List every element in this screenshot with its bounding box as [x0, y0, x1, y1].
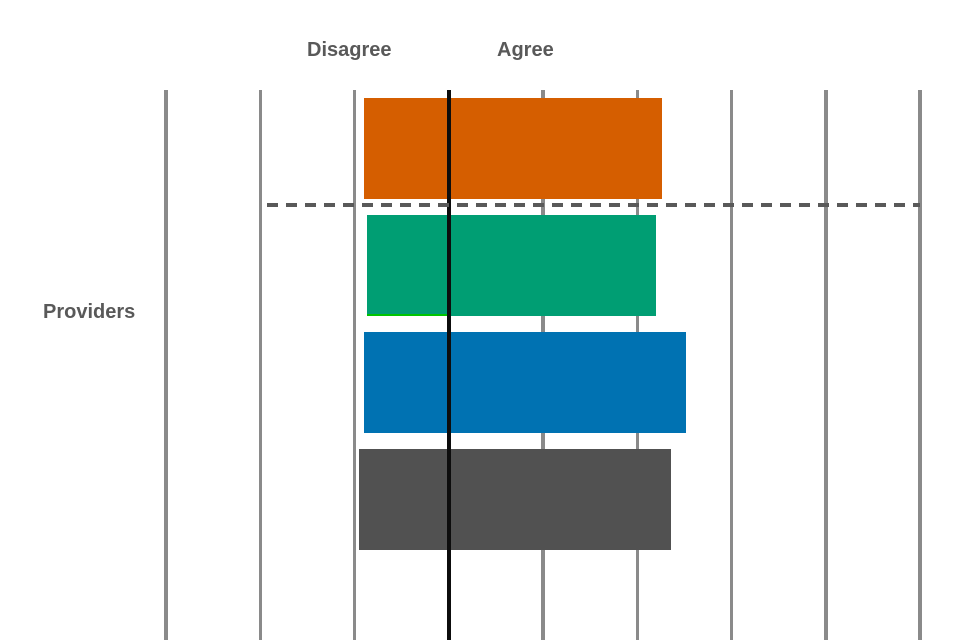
gridline — [352, 90, 357, 640]
category-axis-title: Providers — [43, 301, 136, 323]
gridline — [918, 90, 922, 640]
bar-row-2 — [366, 215, 657, 316]
disagree-column-label: Disagree — [307, 39, 392, 61]
green-bar-highlight-underline — [366, 313, 447, 316]
bar-row-1 — [363, 98, 662, 199]
gridline — [729, 90, 734, 640]
bar-row-4 — [359, 449, 672, 550]
gridline — [164, 90, 168, 640]
agree-column-label: Agree — [497, 39, 554, 61]
bar-row-3 — [363, 332, 687, 433]
gridline — [824, 90, 828, 640]
zero-axis-line — [446, 90, 451, 640]
gridline — [258, 90, 262, 640]
dashed-separator-line — [267, 203, 920, 207]
